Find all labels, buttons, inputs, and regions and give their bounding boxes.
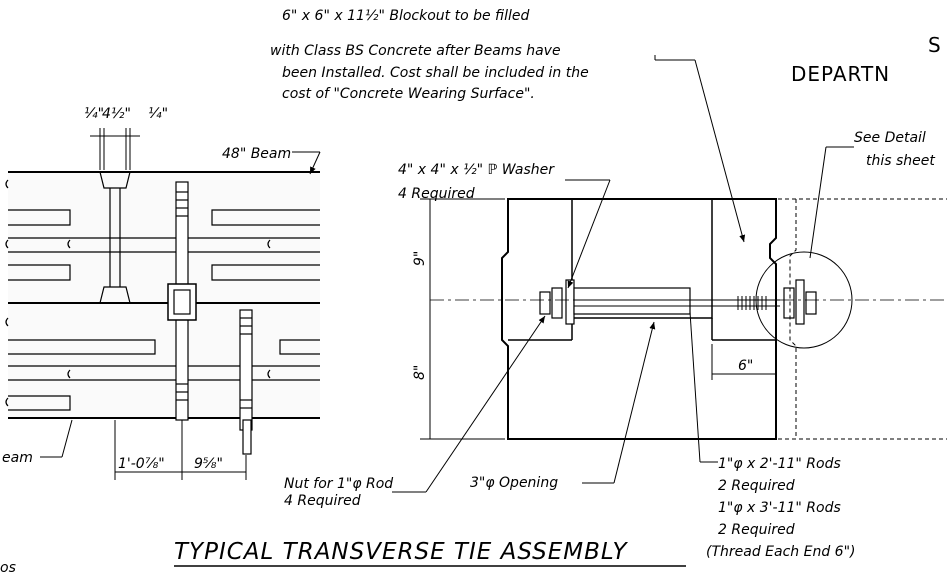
rods-note-line2: 2 Required <box>718 478 795 494</box>
section-dimensions <box>420 198 777 440</box>
beam-left-label: eam <box>2 450 33 466</box>
dim-quarter-right: ¼" <box>148 106 168 122</box>
dim-nine-five: 9⅝" <box>194 456 223 472</box>
see-detail-note: See Detail this sheet <box>809 130 935 259</box>
dim-eight: 8" <box>412 365 428 380</box>
dim-quarter-left: ¼" <box>84 106 104 122</box>
rods-note: 1"φ x 2'-11" Rods 2 Required 1"φ x 3'-11… <box>689 311 855 560</box>
nut-note: Nut for 1"φ Rod 4 Required <box>284 315 546 509</box>
opening-note-text: 3"φ Opening <box>470 475 558 491</box>
beam-48-label: 48" Beam <box>222 146 291 162</box>
see-detail-line1: See Detail <box>854 130 926 146</box>
washer-note: 4" x 4" x ½" ℙ Washer 4 Required <box>398 162 611 289</box>
nut-note-line1: Nut for 1"φ Rod <box>284 476 393 492</box>
dim-nine: 9" <box>412 251 428 266</box>
drawing-title-text: TYPICAL TRANSVERSE TIE ASSEMBLY <box>174 539 628 565</box>
dim-one-foot: 1'-0⅞" <box>118 456 165 472</box>
blockout-note-line3: been Installed. Cost shall be included i… <box>282 65 589 81</box>
rods-note-line5: (Thread Each End 6") <box>706 544 855 560</box>
blockout-note-line4: cost of "Concrete Wearing Surface". <box>282 86 535 102</box>
rods-note-line3: 1"φ x 3'-11" Rods <box>718 500 841 516</box>
header-line2: DEPARTN <box>791 62 890 86</box>
corner-fragment: os <box>0 560 16 572</box>
washer-note-line1: 4" x 4" x ½" ℙ Washer <box>398 162 555 178</box>
beam-elevation-view <box>5 171 320 455</box>
dim-four-half: 4½" <box>102 106 131 122</box>
nut-note-line2: 4 Required <box>284 493 361 509</box>
blockout-note-line1: 6" x 6" x 11½" Blockout to be filled <box>282 8 529 24</box>
opening-note: 3"φ Opening <box>470 321 656 491</box>
blockout-note: 6" x 6" x 11½" Blockout to be filled wit… <box>270 8 746 243</box>
see-detail-line2: this sheet <box>866 153 935 169</box>
blockout-note-line2: with Class BS Concrete after Beams have <box>270 43 561 59</box>
washer-note-line2: 4 Required <box>398 186 475 202</box>
dim-six: 6" <box>738 358 753 374</box>
rods-note-line4: 2 Required <box>718 522 795 538</box>
left-view-dimensions <box>40 128 321 480</box>
rods-note-line1: 1"φ x 2'-11" Rods <box>718 456 841 472</box>
transverse-section-view <box>430 198 947 440</box>
header-line1: S <box>928 33 942 57</box>
drawing-title: TYPICAL TRANSVERSE TIE ASSEMBLY <box>174 539 686 567</box>
